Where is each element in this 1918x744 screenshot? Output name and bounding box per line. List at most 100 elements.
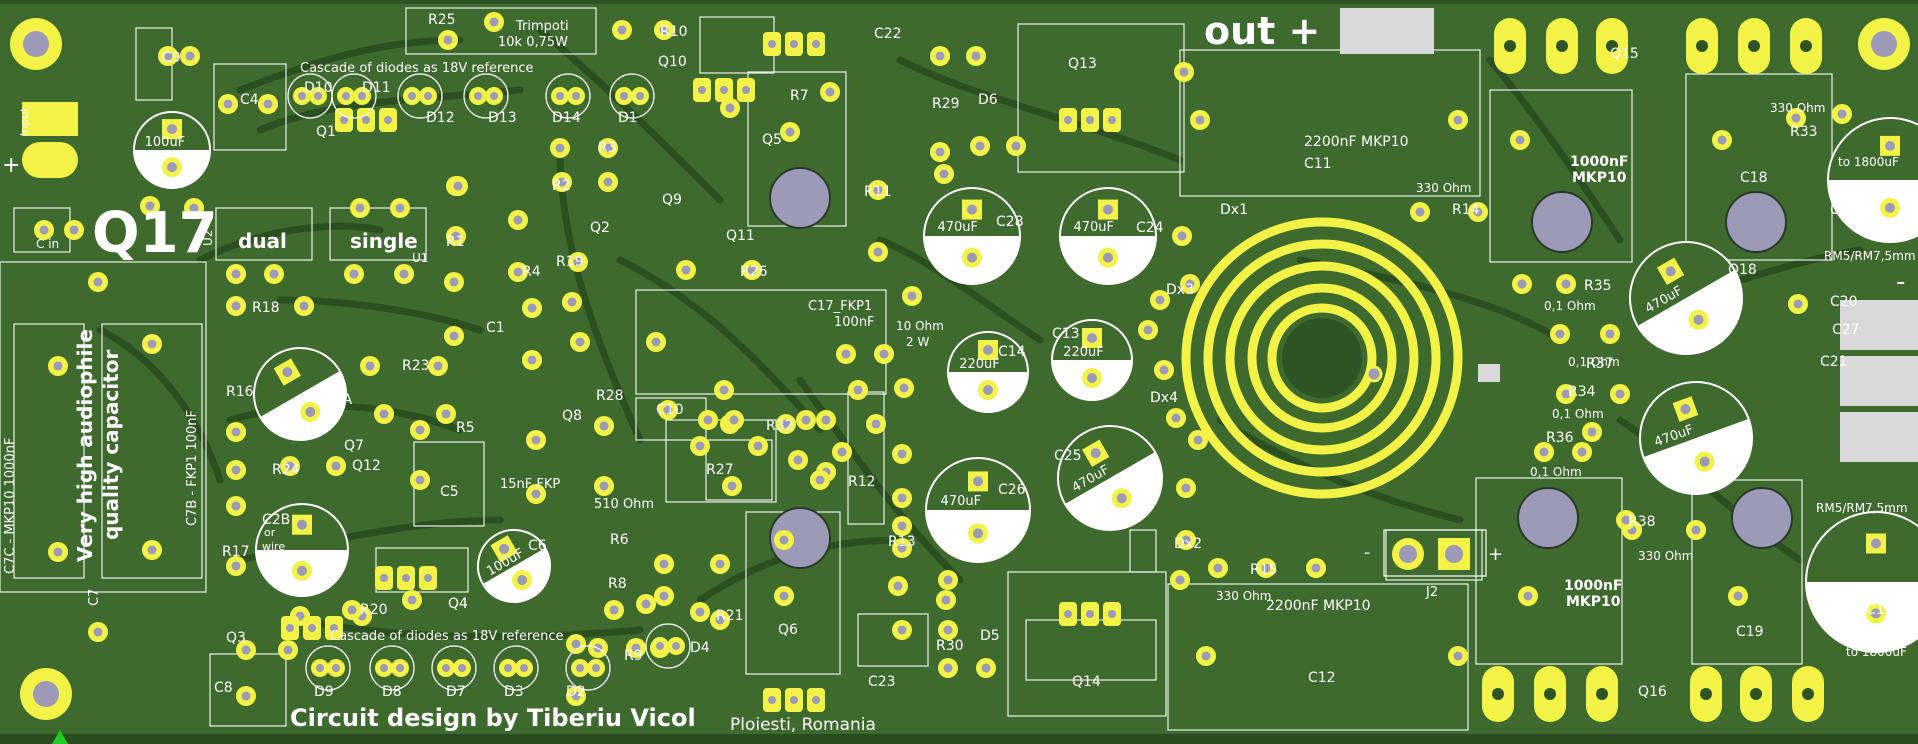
ref-c18: C18 — [1740, 170, 1768, 186]
oval-pads — [1482, 18, 1824, 722]
diode-outline — [565, 645, 611, 691]
dual-label: dual — [238, 229, 287, 253]
diode-outline — [463, 73, 509, 119]
electrolytic-capacitor: 470uF — [1057, 425, 1163, 531]
mkp1000-bot-2: MKP10 — [1566, 594, 1621, 610]
input-label: Input — [18, 107, 31, 136]
ref-r13: R13 — [888, 534, 916, 550]
electrolytic-capacitor — [1805, 511, 1918, 653]
to1800-bottom: to 1800uF — [1846, 645, 1907, 659]
ref-q18: Q18 — [1728, 262, 1757, 278]
ref-d12: D12 — [426, 110, 455, 126]
ref-r21: R21 — [716, 608, 744, 624]
u2-label: U2 — [201, 230, 215, 246]
ref-q12: Q12 — [352, 458, 381, 474]
minus-terminal-3 — [1840, 412, 1918, 462]
ref-dx3: Dx3 — [1166, 282, 1194, 298]
diode-outline — [609, 73, 655, 119]
ref-d10: D10 — [304, 80, 333, 96]
r34-value: 0,1 Ohm — [1552, 407, 1604, 421]
ref-d8: D8 — [382, 684, 402, 700]
ref-r4: R4 — [522, 264, 541, 280]
ref-r23: R23 — [402, 358, 430, 374]
diode-outline — [493, 645, 539, 691]
ref-c10: C10 — [656, 402, 684, 418]
ref-c8: C8 — [214, 680, 233, 696]
ref-q16: Q16 — [1638, 684, 1667, 700]
ref-r30: R30 — [936, 638, 964, 654]
ref-r9: R9 — [624, 648, 643, 664]
c2b-or: or — [264, 526, 276, 539]
c7-label: C7 — [87, 589, 102, 606]
ref-c21: C21 — [1820, 354, 1848, 370]
ref-r34: R34 — [1568, 384, 1596, 400]
ref-q9: Q9 — [662, 192, 682, 208]
r31-value-1: 10 Ohm — [896, 319, 944, 333]
diode-outline — [431, 645, 477, 691]
ref-d11: D11 — [362, 80, 391, 96]
ref-r38: R38 — [1628, 514, 1656, 530]
ref-c28: C28 — [996, 214, 1024, 230]
ref-q2: Q2 — [590, 220, 610, 236]
ref-r1: R1 — [446, 234, 465, 250]
ref-d1: D1 — [618, 110, 638, 126]
ref-c1: C1 — [486, 320, 505, 336]
electrolytic-capacitor: 470uF — [1639, 381, 1753, 496]
ref-r7: R7 — [790, 88, 809, 104]
ref-q7: Q7 — [344, 438, 364, 454]
u1-label: U1 — [412, 251, 428, 265]
inductor-core — [1282, 318, 1362, 398]
electrolytic-capacitor: 470uF — [1629, 241, 1743, 355]
ref-c2b: C2B — [262, 512, 290, 528]
ref-c6: C6 — [528, 538, 547, 554]
j2-connector — [1383, 529, 1487, 577]
c-in-label: C in — [36, 237, 59, 251]
ref-c19: C19 — [1736, 624, 1764, 640]
c17-ref: C17_FKP1 — [808, 299, 872, 314]
ref-r27: R27 — [706, 462, 734, 478]
capacitor-value: 220uF — [959, 357, 1000, 372]
ref-c15: C15 — [1830, 202, 1858, 218]
electrolytic-capacitor — [255, 503, 349, 597]
ref-r17: R17 — [222, 544, 250, 560]
single-label: single — [350, 229, 418, 253]
ref-c24: C24 — [1136, 220, 1164, 236]
board-bottom-edge — [0, 734, 1918, 744]
r33-value: 330 Ohm — [1770, 101, 1825, 115]
capacitor-value: 470uF — [937, 220, 978, 235]
ref-r26: R26 — [740, 264, 768, 280]
r38-value: 330 Ohm — [1638, 549, 1693, 563]
audiophile-label-2: quality capacitor — [99, 350, 123, 540]
to1800-top: to 1800uF — [1838, 155, 1899, 169]
ref-r2: R2 — [552, 178, 571, 194]
cascade-top-label: Cascade of diodes as 18V reference — [300, 61, 533, 76]
ref-d5: D5 — [980, 628, 1000, 644]
ref-r28: R28 — [596, 388, 624, 404]
ref-r20: R20 — [360, 602, 388, 618]
electrolytic-capacitor — [1827, 117, 1918, 243]
ref-d2: D2 — [566, 684, 586, 700]
minus-terminal-2 — [1840, 356, 1918, 406]
ref-c2a: C2A — [324, 392, 353, 408]
ref-c4: C4 — [240, 92, 259, 108]
audiophile-label-1: Very high audiophile — [73, 329, 97, 562]
electrolytic-capacitor: 470uF — [923, 187, 1021, 285]
ref-q3: Q3 — [226, 630, 246, 646]
ref-q6: Q6 — [778, 622, 798, 638]
ref-c9: C9 — [162, 50, 181, 66]
ref-q11: Q11 — [726, 228, 755, 244]
ref-q13: Q13 — [1068, 56, 1097, 72]
electrolytic-capacitor: 220uF — [947, 331, 1029, 413]
capacitor-value: 470uF — [1073, 220, 1114, 235]
ref-c27: C27 — [1832, 322, 1860, 338]
rm5-top: RM5/RM7,5mm — [1824, 249, 1916, 263]
electrolytic-capacitor: 100uF — [133, 111, 211, 189]
rm5-bottom: RM5/RM7,5mm — [1816, 501, 1908, 515]
input-pad-round — [22, 142, 78, 178]
r15-value: 330 Ohm — [1216, 589, 1271, 603]
ref-q8: Q8 — [562, 408, 582, 424]
ref-r19: R19 — [556, 254, 584, 270]
